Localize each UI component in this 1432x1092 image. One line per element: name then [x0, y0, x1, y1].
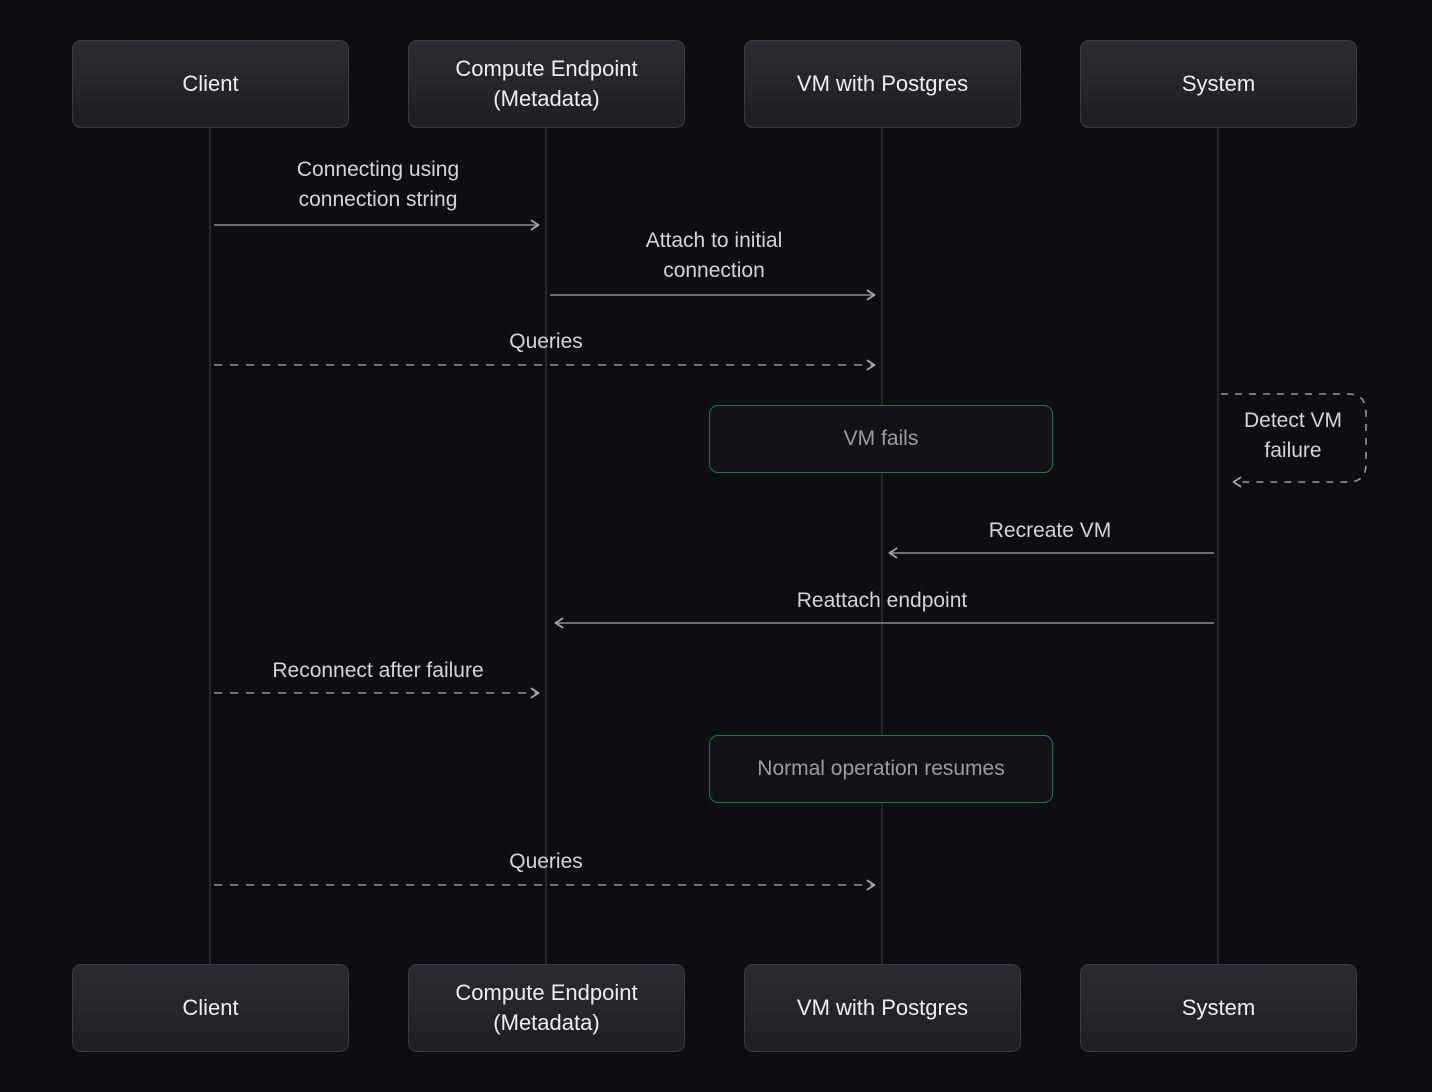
arrow-detect-vm-failure-self-loop	[1221, 393, 1367, 488]
note-vm-fails: VM fails	[709, 405, 1053, 473]
self-message-label-detect-vm-failure: Detect VM failure	[1243, 409, 1343, 462]
note-normal-operation-resumes: Normal operation resumes	[709, 735, 1053, 803]
actor-label: System	[1181, 995, 1256, 1020]
actor-bottom-client: Client	[72, 964, 349, 1052]
note-label: VM fails	[843, 427, 919, 450]
message-label-queries-2: Queries	[509, 850, 583, 873]
actor-label: Compute Endpoint (Metadata)	[455, 980, 638, 1035]
actor-top-vm-with-postgres: VM with Postgres	[744, 40, 1021, 128]
message-label-reattach-endpoint: Reattach endpoint	[796, 589, 968, 612]
actor-label: VM with Postgres	[796, 71, 969, 96]
actor-label: Client	[182, 71, 239, 96]
message-label-connecting-using-connection-string: Connecting using connection string	[296, 158, 460, 211]
actor-top-client: Client	[72, 40, 349, 128]
actor-top-compute-endpoint: Compute Endpoint (Metadata)	[408, 40, 685, 128]
message-label-recreate-vm: Recreate VM	[988, 519, 1112, 542]
actor-bottom-vm-with-postgres: VM with Postgres	[744, 964, 1021, 1052]
actor-bottom-compute-endpoint: Compute Endpoint (Metadata)	[408, 964, 685, 1052]
actor-label: VM with Postgres	[796, 995, 969, 1020]
actor-top-system: System	[1080, 40, 1357, 128]
message-label-attach-to-initial-connection: Attach to initial connection	[645, 229, 783, 282]
actor-label: Client	[182, 995, 239, 1020]
note-label: Normal operation resumes	[757, 757, 1005, 780]
message-label-reconnect-after-failure: Reconnect after failure	[272, 659, 484, 682]
actor-label: Compute Endpoint (Metadata)	[455, 56, 638, 111]
message-label-queries-1: Queries	[509, 330, 583, 353]
actor-bottom-system: System	[1080, 964, 1357, 1052]
actor-label: System	[1181, 71, 1256, 96]
